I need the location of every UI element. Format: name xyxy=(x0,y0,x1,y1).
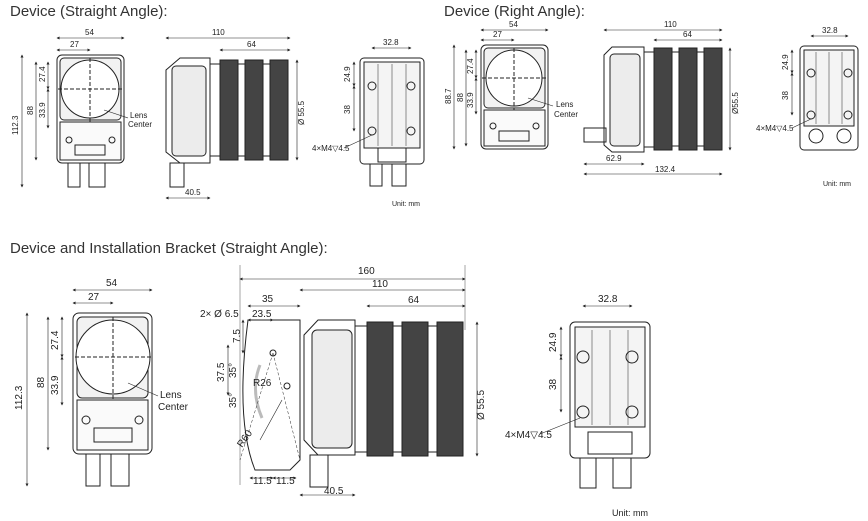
dim-38-right: 38 xyxy=(781,91,790,100)
dim-38-straight: 38 xyxy=(343,105,352,114)
center-label-straight: Center xyxy=(128,120,152,129)
dim-m4-right: 4×M4▽4.5 xyxy=(756,124,794,133)
right-side-view xyxy=(583,28,732,176)
dim-55-5-bracket: Ø 55.5 xyxy=(476,390,487,420)
dim-88-right: 88 xyxy=(456,93,465,102)
dim-27-right: 27 xyxy=(493,30,502,39)
section-title-straight: Device (Straight Angle): xyxy=(10,3,168,20)
dim-32-8-bracket: 32.8 xyxy=(598,294,618,305)
straight-front-view xyxy=(20,36,129,188)
dim-88-7-right: 88.7 xyxy=(444,88,453,104)
dim-7-5-bracket: 7.5 xyxy=(232,329,243,343)
dim-27-bracket: 27 xyxy=(88,292,100,303)
section-title-bracket: Device and Installation Bracket (Straigh… xyxy=(10,240,328,257)
bracket-front-view xyxy=(25,288,159,487)
dim-32-8-right: 32.8 xyxy=(822,26,838,35)
dim-64-straight: 64 xyxy=(247,40,256,49)
dim-55-5-right: Ø55.5 xyxy=(731,92,740,114)
dim-88-bracket: 88 xyxy=(36,376,47,388)
dim-88-straight: 88 xyxy=(26,106,35,115)
straight-side-view xyxy=(165,36,299,200)
straight-back-view xyxy=(343,46,425,187)
dim-27-4-straight: 27.4 xyxy=(38,66,47,82)
bracket-side-view xyxy=(226,265,479,497)
dim-33-9-right: 33.9 xyxy=(466,92,475,108)
right-back-view xyxy=(790,34,859,151)
dim-54-bracket: 54 xyxy=(106,278,118,289)
dim-33-9-bracket: 33.9 xyxy=(50,375,61,395)
dim-54-straight: 54 xyxy=(85,28,94,37)
lens-label-bracket: Lens xyxy=(160,390,182,401)
dim-132-4-right: 132.4 xyxy=(655,165,676,174)
center-label-bracket: Center xyxy=(158,402,189,413)
dim-11-5-right: 11.5 xyxy=(276,476,295,487)
dim-27-4-bracket: 27.4 xyxy=(50,330,61,350)
dim-110-right: 110 xyxy=(664,20,677,29)
dim-112-3-straight: 112.3 xyxy=(11,115,20,135)
dim-27-4-right: 27.4 xyxy=(466,58,475,74)
dim-11-5-left: 11.5 xyxy=(253,476,272,487)
dim-110-straight: 110 xyxy=(212,28,225,37)
dim-m4-straight: 4×M4▽4.5 xyxy=(312,144,350,153)
angle-35-lower: 35° xyxy=(228,393,239,408)
lens-label-straight: Lens xyxy=(130,111,147,120)
dim-24-9-straight: 24.9 xyxy=(343,66,352,82)
angle-35-upper: 35° xyxy=(228,363,239,378)
unit-label-bracket: Unit: mm xyxy=(612,508,648,518)
dim-32-8-straight: 32.8 xyxy=(383,38,399,47)
unit-label-straight: Unit: mm xyxy=(392,201,420,208)
dim-64-bracket: 64 xyxy=(408,295,420,306)
dim-27-straight: 27 xyxy=(70,40,79,49)
dim-40-5-straight: 40.5 xyxy=(185,188,201,197)
dim-54-right: 54 xyxy=(509,20,518,29)
dim-33-9-straight: 33.9 xyxy=(38,102,47,118)
lens-label-right: Lens xyxy=(556,100,573,109)
dim-r26-bracket: R26 xyxy=(253,378,272,389)
dim-38-bracket: 38 xyxy=(548,378,559,390)
dim-160-bracket: 160 xyxy=(358,266,375,277)
dim-24-9-right: 24.9 xyxy=(781,54,790,70)
center-label-right: Center xyxy=(554,110,578,119)
dim-37-5-bracket: 37.5 xyxy=(216,362,227,382)
dim-35-bracket: 35 xyxy=(262,294,274,305)
dim-24-9-bracket: 24.9 xyxy=(548,332,559,352)
right-front-view xyxy=(452,28,554,150)
unit-label-right: Unit: mm xyxy=(823,181,851,188)
section-title-right: Device (Right Angle): xyxy=(444,3,585,20)
dim-m4-bracket: 4×M4▽4.5 xyxy=(505,430,552,441)
dim-64-right: 64 xyxy=(683,30,692,39)
dim-55-5-straight: Ø 55.5 xyxy=(297,100,306,125)
dim-23-5-bracket: 23.5 xyxy=(252,309,272,320)
dim-112-3-bracket: 112.3 xyxy=(14,385,25,410)
dim-40-5-bracket: 40.5 xyxy=(324,486,344,497)
dim-110-bracket: 110 xyxy=(372,279,388,290)
bracket-back-view xyxy=(539,304,651,489)
dim-62-9-right: 62.9 xyxy=(606,154,622,163)
dim-6-5-bracket: 2× Ø 6.5 xyxy=(200,309,239,320)
